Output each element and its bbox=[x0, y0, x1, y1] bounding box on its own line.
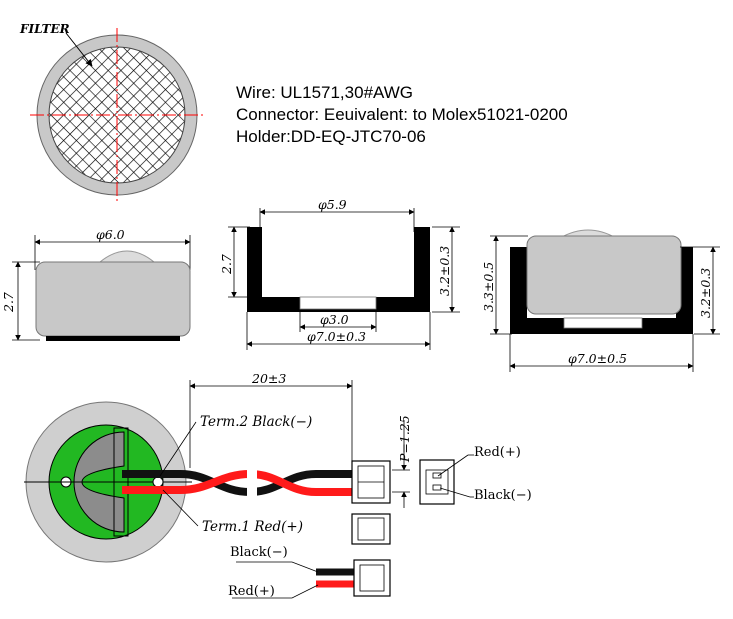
dim-d59: φ5.9 bbox=[318, 197, 347, 212]
filter-label: FILTER bbox=[19, 22, 70, 36]
holder-profile bbox=[247, 227, 430, 312]
dim-d30: φ3.0 bbox=[320, 312, 349, 327]
legend-red-leader bbox=[232, 584, 319, 599]
legend-red-label: Red(+) bbox=[228, 584, 275, 599]
term1-label: Term.1 Red(+) bbox=[202, 519, 303, 535]
spec-block: Wire: UL1571,30#AWG Connector: Eeuivalen… bbox=[236, 83, 568, 146]
dim-pitch: P=1.25 bbox=[397, 415, 412, 463]
assembly-holder bbox=[510, 247, 693, 334]
solder-point bbox=[152, 476, 164, 488]
capsule-dome bbox=[98, 250, 156, 263]
term1-leader bbox=[162, 489, 199, 527]
spec-wire: Wire: UL1571,30#AWG bbox=[236, 83, 413, 102]
connector-pin-2 bbox=[432, 484, 442, 491]
assembly-capsule bbox=[526, 235, 682, 315]
term2-leader bbox=[159, 421, 197, 477]
legend-connector bbox=[353, 559, 391, 597]
conn-red-label: Red(+) bbox=[474, 445, 521, 460]
legend-black-label: Black(−) bbox=[230, 545, 288, 560]
capsule-base bbox=[46, 336, 180, 341]
dim-h33-assembly: 3.3±0.5 bbox=[481, 262, 496, 312]
capsule-side-view: φ6.0 2.7 bbox=[1, 227, 191, 341]
connector-front bbox=[419, 459, 455, 505]
dim-d70-assembly: φ7.0±0.5 bbox=[568, 351, 627, 366]
holder-hole bbox=[299, 296, 377, 310]
spec-holder: Holder:DD-EQ-JTC70-06 bbox=[236, 127, 426, 146]
dim-wire-length: 20±3 bbox=[251, 371, 286, 386]
term2-label: Term.2 Black(−) bbox=[200, 414, 312, 430]
dim-d70-holder: φ7.0±0.3 bbox=[307, 329, 366, 344]
spec-connector: Connector: Eeuivalent: to Molex51021-020… bbox=[236, 105, 568, 124]
terminal-pad bbox=[73, 431, 125, 533]
wire-legend: Black(−) Red(+) bbox=[228, 545, 391, 599]
connector-detail: P=1.25 Red(+) Black(−) bbox=[351, 415, 532, 545]
conn-black-leader bbox=[439, 487, 471, 498]
dim-h27-holder: 2.7 bbox=[219, 254, 234, 275]
assembly-section-view: 3.3±0.5 3.2±0.3 φ7.0±0.5 bbox=[481, 229, 720, 372]
dim-h32-holder: 3.2±0.3 bbox=[437, 246, 452, 296]
conn-black-label: Black(−) bbox=[474, 488, 532, 503]
legend-black-leader bbox=[236, 561, 319, 573]
filter-top-view: FILTER bbox=[19, 22, 204, 202]
conn-red-leader bbox=[437, 454, 469, 477]
capsule-body bbox=[35, 261, 191, 337]
wire-break bbox=[247, 464, 257, 504]
dim-h27-side: 2.7 bbox=[1, 292, 16, 313]
holder-section-view: φ5.9 2.7 3.2±0.3 φ3.0 φ7.0±0.3 bbox=[219, 197, 460, 350]
dim-h32-assembly: 3.2±0.3 bbox=[698, 268, 713, 318]
connector-pin-1 bbox=[432, 472, 442, 479]
filter-leader bbox=[65, 32, 93, 67]
dim-d6: φ6.0 bbox=[96, 227, 125, 242]
assembly-hole bbox=[563, 317, 643, 329]
bottom-wire-view: 20±3 Term.2 Black(−) Term.1 Red(+) bbox=[24, 371, 391, 563]
